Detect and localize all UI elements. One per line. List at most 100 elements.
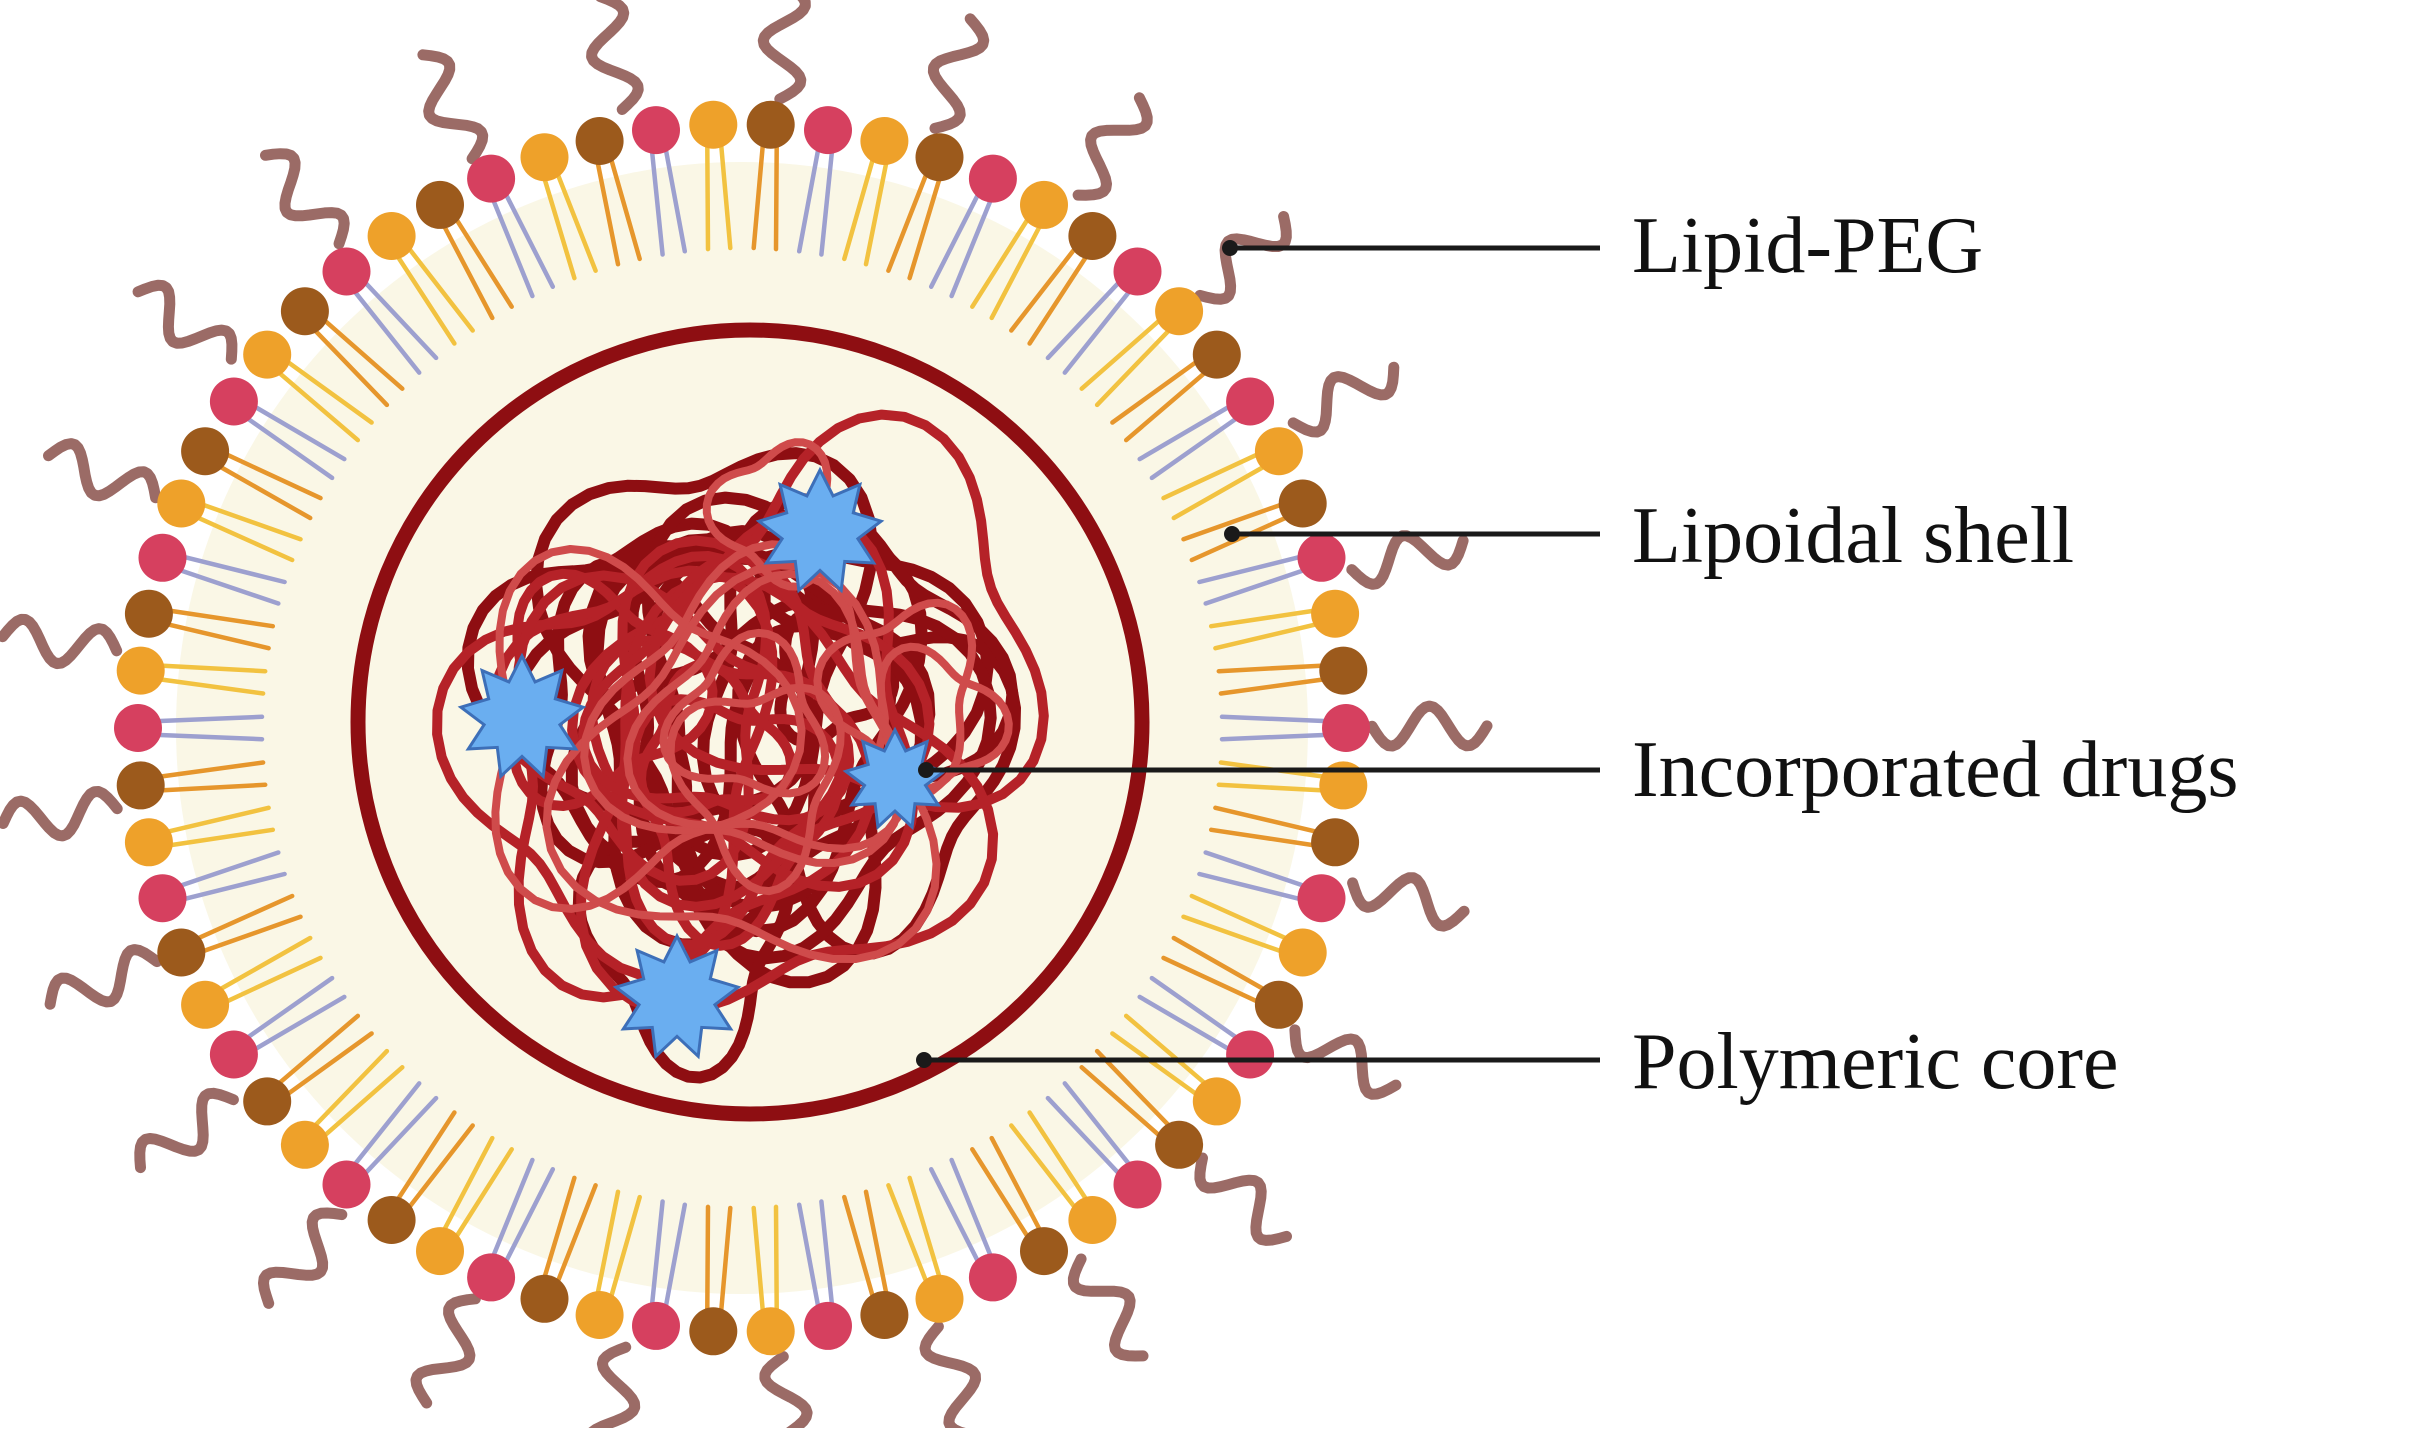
lipid-tail [1189,515,1288,563]
lipid-head [124,589,173,638]
lipid-tail [1045,281,1121,361]
lipid-head [1297,874,1346,923]
lipid-molecule [181,935,323,1029]
peg-chain [927,13,990,134]
lipid-tail [225,452,323,501]
peg-chain [132,279,238,365]
peg-chain [1287,361,1400,438]
lipid-tail [161,782,268,793]
lipid-molecule [114,704,265,752]
peg-chain [1366,700,1493,752]
lipid-tail [1079,319,1161,391]
lipid-tail [649,150,665,257]
lipid-molecule [928,1157,1017,1302]
lipid-tail [1218,677,1325,696]
lipid-tail [609,1194,642,1298]
lipid-head [860,117,909,165]
lipid-tail [1213,805,1318,834]
lipid-tail [219,935,313,991]
lipid-tail [1137,994,1231,1051]
lipid-tail [989,225,1042,321]
lipid-head [1020,1227,1068,1276]
lipid-molecule [243,1013,374,1126]
lipid-tail [407,1123,475,1209]
lipid-tail [246,975,335,1040]
lipid-tail [363,281,439,361]
lipid-tail [157,732,265,742]
polymer-strand [644,409,1049,813]
lipid-tail [1027,1110,1088,1201]
lipid-tail [454,1147,514,1238]
lipid-tail [313,1048,390,1127]
lipid-head [209,1030,258,1079]
label-text-lipid-peg: Lipid-PEG [1632,202,1983,290]
lipid-tail [1208,827,1315,848]
drug-molecule [612,932,742,1060]
lipid-tail [886,173,928,273]
lipid-tail [1009,247,1077,333]
lipid-molecule [632,106,688,257]
peg-chain [759,1351,813,1433]
lipid-tail [442,225,495,321]
lipid-tail [1181,914,1282,954]
lipid-tail [705,1204,711,1312]
lipid-tail [1110,360,1198,425]
lipid-tail [253,405,347,462]
lipid-tail [323,1065,405,1137]
lipid-tail [504,193,556,289]
lipid-head [632,106,680,155]
drug-molecule [755,466,885,594]
lipid-head [322,1160,371,1209]
lipid-tail [286,360,374,425]
lipid-head [157,479,206,528]
lipid-tail [1219,714,1327,724]
lipid-head [860,1291,909,1339]
lipid-tail [886,1183,928,1283]
lipid-tail [1094,1048,1171,1127]
lipid-molecule [1045,247,1162,375]
lipid-head [467,154,516,203]
lipid-head [1319,761,1368,810]
lipid-head [1020,180,1068,229]
lipid-head [1254,980,1303,1029]
peg-chain [757,0,811,105]
lipid-head [1278,479,1327,528]
polymer-strand [530,447,878,862]
peg-chain [1289,1024,1402,1100]
drug-molecule [457,652,587,780]
lipid-tail [663,1202,688,1308]
peg-chain [1194,1152,1292,1246]
lipid-tail [491,1157,535,1257]
peg-chain [258,1207,348,1309]
lipid-molecule [322,247,439,375]
lipid-molecule [746,100,795,252]
label-lipoidal-shell: Lipoidal shell [1224,492,2074,580]
lipid-tail [928,193,980,289]
lipid-tail [649,1199,665,1306]
lipid-head [280,1120,329,1169]
lipid-molecule [367,1110,475,1244]
peg-chain [410,1293,481,1409]
peg-chain [584,1341,641,1433]
lipid-molecule [1110,330,1241,443]
lipid-tail [556,173,598,273]
lipid-head [138,874,187,923]
lipid-molecule [1208,805,1360,867]
lipid-tail [396,255,457,346]
lipid-molecule [1079,287,1204,408]
lipid-tail [1216,782,1323,793]
lipid-molecule [970,180,1068,321]
lipid-head [181,427,230,476]
lipid-tail [454,218,514,309]
lipid-tail [179,850,281,888]
lipid-head [1226,377,1275,426]
lipid-tail [396,1110,457,1201]
lipid-head [1319,646,1368,695]
lipid-tail [253,994,347,1051]
lipid-molecule [842,1189,909,1339]
lipid-head [367,212,416,260]
lipid-tail [705,144,711,252]
lipid-tail [1161,452,1259,501]
lipid-tail [1203,850,1305,888]
